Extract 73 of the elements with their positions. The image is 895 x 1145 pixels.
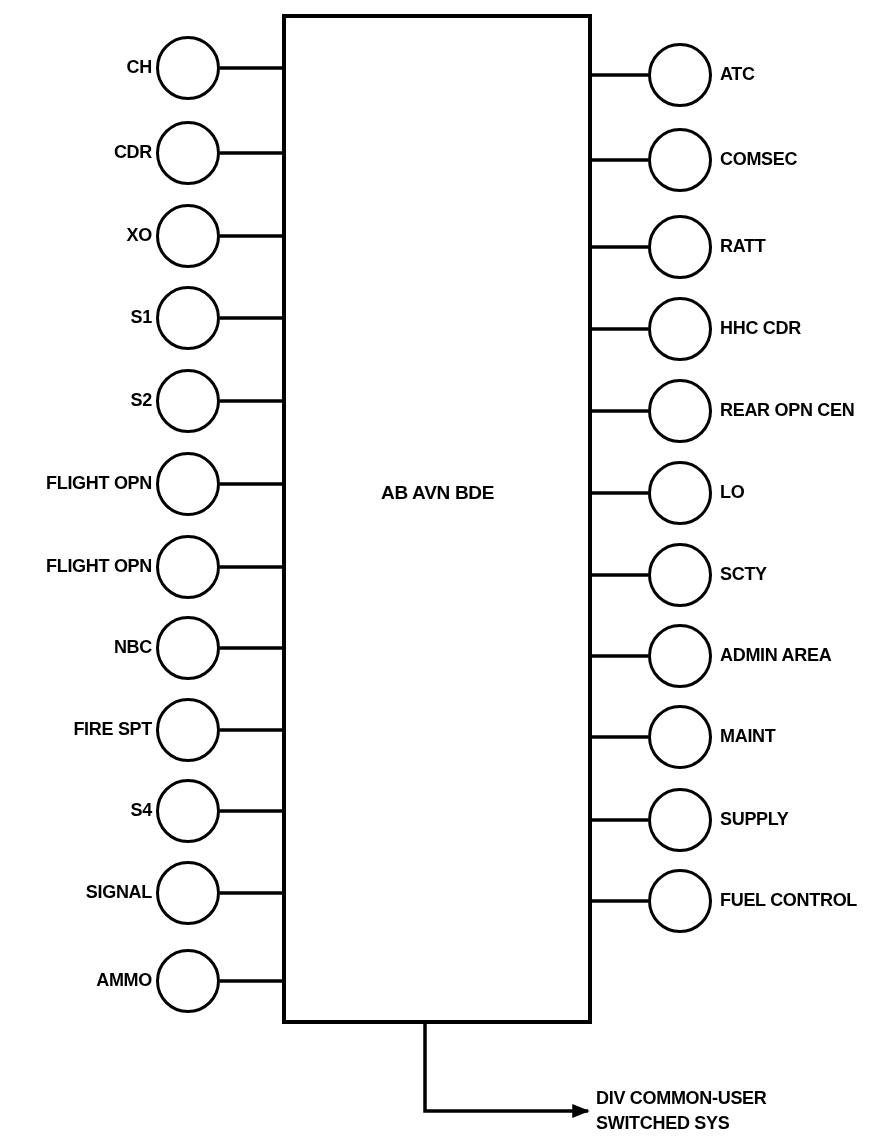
station-label: COMSEC [720,149,798,170]
terminal-circle [156,286,220,350]
arrow [423,1024,590,1118]
station-label: NBC [113,637,152,658]
connector-line [592,158,648,162]
terminal-circle [156,779,220,843]
brigade-box [282,14,592,1024]
terminal-circle [648,543,712,607]
station-label: S2 [130,390,152,411]
terminal-circle [156,949,220,1013]
connector-line [592,573,648,577]
station-label: LO [720,482,745,503]
station-label: AMMO [96,970,152,991]
station-label: CH [126,57,152,78]
station-label: ADMIN AREA [720,645,832,666]
terminal-circle [156,204,220,268]
connector-line [592,735,648,739]
terminal-circle [648,788,712,852]
terminal-circle [156,452,220,516]
terminal-circle [156,861,220,925]
connector-line [220,151,282,155]
station-label: S1 [130,307,152,328]
terminal-circle [648,297,712,361]
terminal-circle [648,128,712,192]
station-label: RATT [720,236,766,257]
destination-label: DIV COMMON-USER SWITCHED SYS [596,1087,768,1135]
terminal-circle [648,43,712,107]
connector-line [220,809,282,813]
station-label: SIGNAL [85,882,152,903]
terminal-circle [648,215,712,279]
station-label: SUPPLY [720,809,789,830]
terminal-circle [648,705,712,769]
station-label: HHC CDR [720,318,801,339]
box-label: AB AVN BDE [381,482,495,504]
connector-line [592,73,648,77]
connector-line [592,818,648,822]
connector-line [592,654,648,658]
terminal-circle [648,461,712,525]
terminal-circle [156,121,220,185]
station-label: FUEL CONTROL [720,890,858,911]
terminal-circle [156,369,220,433]
terminal-circle [156,698,220,762]
station-label: FLIGHT OPN [46,473,152,494]
connector-line [592,327,648,331]
connector-line [220,979,282,983]
station-label: MAINT [720,726,776,747]
station-label: FLIGHT OPN [46,556,152,577]
connector-line [220,482,282,486]
terminal-circle [648,624,712,688]
station-label: S4 [130,800,152,821]
connector-line [220,646,282,650]
station-label: CDR [113,142,152,163]
terminal-circle [156,535,220,599]
terminal-circle [156,616,220,680]
connector-line [592,899,648,903]
station-label: XO [126,225,152,246]
connector-line [220,316,282,320]
connector-line [220,891,282,895]
connector-line [220,234,282,238]
terminal-circle [648,869,712,933]
connector-line [220,728,282,732]
connector-line [592,491,648,495]
station-label: FIRE SPT [73,719,152,740]
connector-line [592,245,648,249]
connector-line [592,409,648,413]
station-label: SCTY [720,564,767,585]
connector-line [220,565,282,569]
terminal-circle [648,379,712,443]
station-label: ATC [720,64,755,85]
connector-line [220,399,282,403]
terminal-circle [156,36,220,100]
connector-line [220,66,282,70]
station-label: REAR OPN CEN [720,400,855,421]
